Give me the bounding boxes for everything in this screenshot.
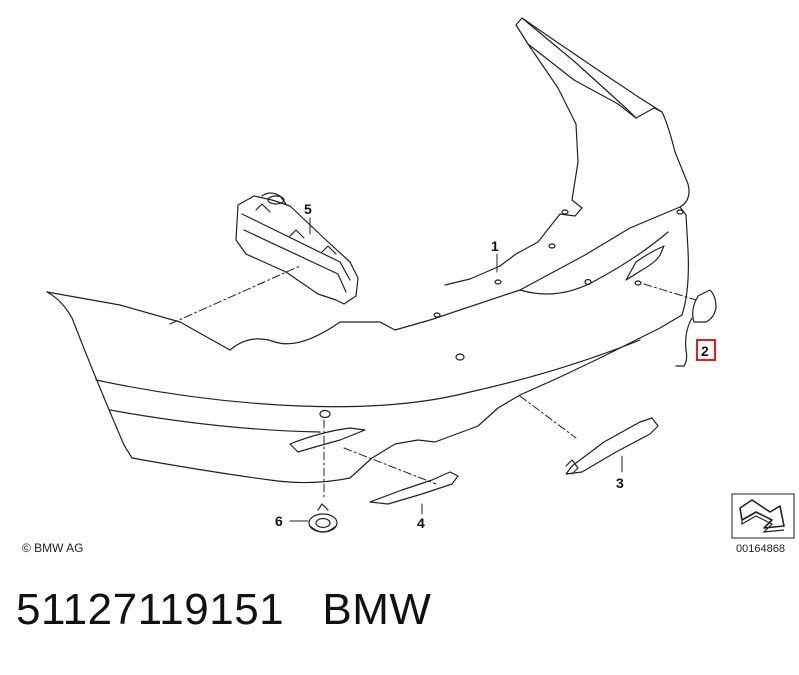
callout-5: 5 — [304, 201, 312, 217]
cover-part-2 — [675, 289, 717, 367]
copyright-label: © BMW AG — [22, 541, 84, 555]
guide-lines — [169, 265, 697, 501]
callout-6: 6 — [275, 513, 283, 529]
sensor-part-6 — [308, 503, 338, 533]
callout-3: 3 — [616, 475, 624, 491]
callout-2-highlight[interactable]: 2 — [696, 339, 716, 361]
callout-1: 1 — [491, 238, 499, 254]
footer-caption: 51127119151 BMW — [16, 585, 431, 635]
rear-bumper-panel — [46, 17, 690, 484]
bracket-part-5 — [235, 192, 359, 305]
brand-name: BMW — [322, 585, 432, 634]
direction-arrow-icon — [731, 493, 795, 539]
part-number: 51127119151 — [16, 585, 285, 634]
drawing-number: 00164868 — [736, 543, 785, 555]
highlight-box — [696, 339, 716, 361]
reflector-part-3 — [565, 417, 659, 475]
reflector-part-4 — [369, 471, 459, 505]
leader-lines — [289, 217, 623, 522]
callout-4: 4 — [417, 515, 425, 531]
callout-2: 2 — [701, 343, 709, 359]
